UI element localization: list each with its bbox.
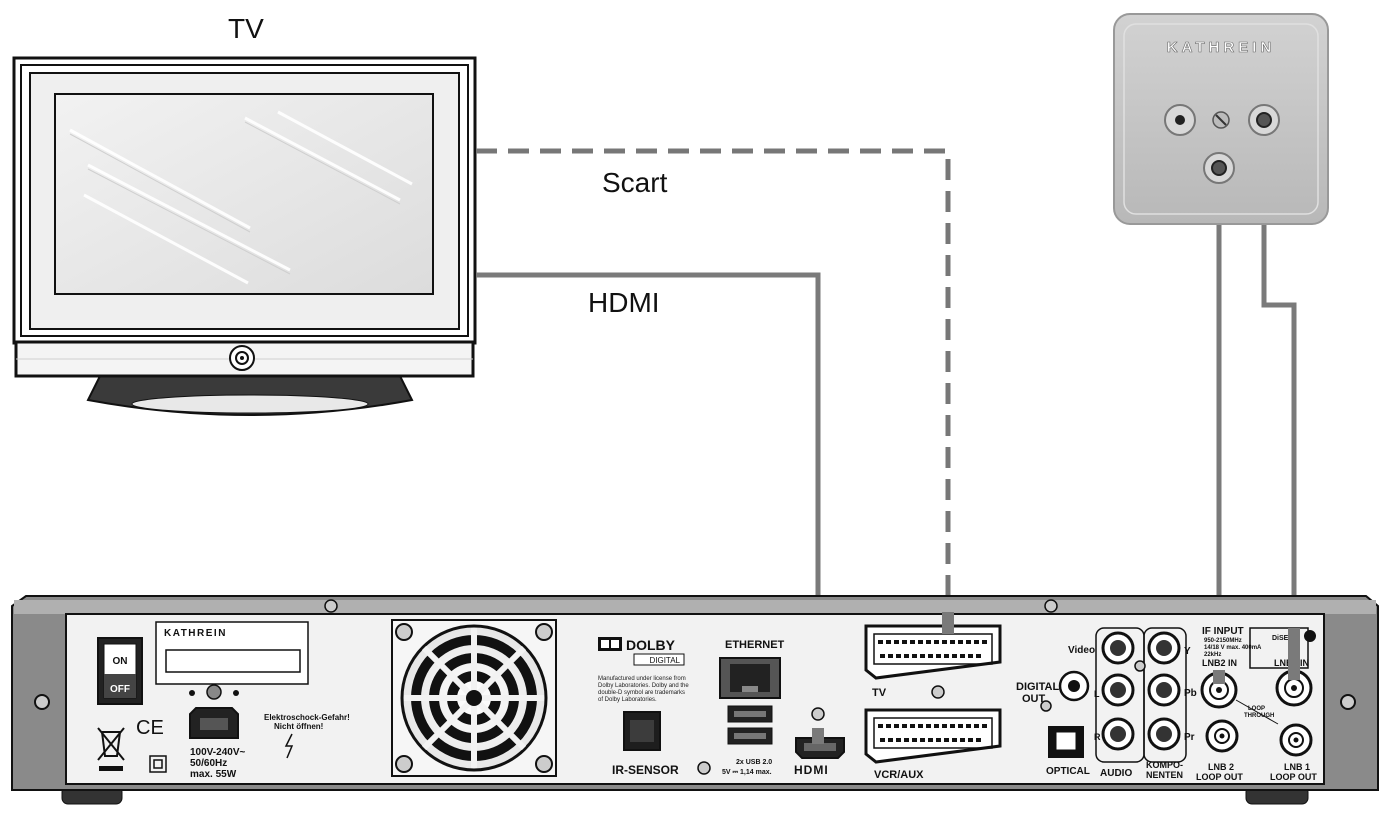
housing-screws bbox=[34, 599, 1356, 775]
brand-label-plate: KATHREIN bbox=[155, 621, 309, 685]
outlet-sat-socket-top bbox=[1248, 104, 1280, 136]
usb-note-line1: 2x USB 2.0 bbox=[736, 759, 772, 766]
outlet-sat-socket-bottom bbox=[1203, 152, 1235, 184]
video-label: Video bbox=[1068, 645, 1095, 656]
loop-through-line2: THROUGH bbox=[1244, 713, 1274, 719]
lnb2-in-label: LNB2 IN bbox=[1202, 658, 1237, 668]
outlet-radio-socket bbox=[1164, 104, 1196, 136]
power-switch-off-label: OFF bbox=[110, 684, 130, 695]
digital-out-label-2: OUT bbox=[1022, 693, 1046, 705]
satellite-wall-outlet: KATHREIN bbox=[1113, 13, 1329, 225]
if-spec-line2: 14/18 V max. 400mA bbox=[1204, 645, 1262, 651]
component-pb-label: Pb bbox=[1184, 688, 1197, 699]
power-rating-line2: 50/60Hz bbox=[190, 758, 227, 769]
hdmi-cable-plug bbox=[812, 728, 824, 744]
if-input-label: IF INPUT bbox=[1202, 626, 1244, 637]
weee-bin-icon bbox=[97, 727, 125, 771]
audio-label: AUDIO bbox=[1100, 768, 1132, 779]
power-inlet[interactable] bbox=[189, 684, 239, 739]
audio-right-rca-port[interactable] bbox=[1101, 717, 1135, 751]
component-y-label: Y bbox=[1184, 646, 1191, 657]
scart-tv-port[interactable] bbox=[864, 624, 1002, 680]
lnb1-in-port[interactable] bbox=[1275, 669, 1313, 707]
scart-cable bbox=[476, 148, 951, 618]
hdmi-port-label: HDMI bbox=[794, 763, 829, 777]
digital-out-coax-port[interactable] bbox=[1058, 670, 1090, 702]
komponenten-label-1: KOMPO- bbox=[1146, 760, 1183, 770]
usb-note-line2: 5V ⎓ 1,14 max. bbox=[722, 769, 772, 776]
dolby-notice-line3: double-D symbol are trademarks bbox=[598, 690, 685, 696]
lnb2-in-port[interactable] bbox=[1200, 671, 1238, 709]
if-spec-line1: 950-2150MHz bbox=[1204, 638, 1242, 644]
dolby-notice-line2: Dolby Laboratories. Dolby and the bbox=[598, 683, 689, 689]
power-rating-line1: 100V-240V~ bbox=[190, 747, 245, 758]
lnb2-loop-out-port[interactable] bbox=[1205, 719, 1239, 753]
cooling-fan bbox=[391, 619, 557, 777]
tv: TV bbox=[12, 13, 477, 416]
scart-cable-plug bbox=[942, 612, 954, 634]
component-pr-port[interactable] bbox=[1147, 717, 1181, 751]
lnb2-loop-out-line1: LNB 2 bbox=[1208, 762, 1234, 772]
scart-label: Scart bbox=[602, 167, 668, 198]
shock-warning-line2: Nicht öffnen! bbox=[274, 722, 323, 731]
ethernet-label: ETHERNET bbox=[725, 639, 785, 651]
audio-left-rca-port[interactable] bbox=[1101, 673, 1135, 707]
hdmi-port[interactable] bbox=[795, 737, 845, 759]
usb-port-1[interactable] bbox=[727, 705, 773, 723]
component-pr-label: Pr bbox=[1184, 732, 1195, 743]
digital-out-label-1: DIGITAL bbox=[1016, 681, 1059, 693]
shock-warning-line1: Elektroschock-Gefahr! bbox=[264, 713, 350, 722]
lnb2-cable-plug bbox=[1213, 670, 1225, 684]
dolby-brand: DOLBY bbox=[626, 637, 676, 653]
if-spec-line3: 22kHz bbox=[1204, 652, 1221, 658]
komponenten-label-2: NENTEN bbox=[1146, 770, 1183, 780]
power-switch-on-label: ON bbox=[113, 656, 128, 667]
lnb2-loop-out-line2: LOOP OUT bbox=[1196, 772, 1243, 782]
ethernet-port[interactable] bbox=[719, 657, 781, 699]
lightning-icon bbox=[284, 733, 294, 759]
lnb1-loop-out-line2: LOOP OUT bbox=[1270, 772, 1317, 782]
power-switch[interactable]: ON OFF bbox=[97, 637, 143, 705]
loop-through-line1: LOOP bbox=[1248, 706, 1265, 712]
outlet-screw bbox=[1212, 111, 1230, 129]
lnb1-loop-out-port[interactable] bbox=[1279, 723, 1313, 757]
component-pb-port[interactable] bbox=[1147, 673, 1181, 707]
hdmi-label: HDMI bbox=[588, 287, 660, 318]
hdmi-cable bbox=[476, 272, 821, 740]
tv-power-icon bbox=[229, 345, 255, 371]
lnb1-cable-plug bbox=[1288, 628, 1300, 680]
power-rating-line3: max. 55W bbox=[190, 769, 237, 780]
tv-label: TV bbox=[228, 13, 264, 44]
lnb1-loop-out-line1: LNB 1 bbox=[1284, 762, 1310, 772]
dolby-notice-line1: Manufactured under license from bbox=[598, 676, 686, 682]
scart-tv-label: TV bbox=[872, 687, 887, 699]
component-y-port[interactable] bbox=[1147, 631, 1181, 665]
optical-port[interactable] bbox=[1048, 726, 1084, 758]
tv-screen bbox=[54, 93, 434, 295]
scart-vcr-port[interactable] bbox=[864, 708, 1002, 764]
video-rca-port[interactable] bbox=[1101, 631, 1135, 665]
usb-port-2[interactable] bbox=[727, 727, 773, 745]
ce-mark: CE bbox=[136, 717, 164, 739]
scart-vcr-label: VCR/AUX bbox=[874, 769, 924, 781]
double-insulation-icon bbox=[149, 755, 167, 773]
dolby-sub: DIGITAL bbox=[649, 656, 680, 665]
receiver-back-panel: ON OFF KATHREIN CE bbox=[11, 595, 1379, 805]
dolby-logo: DOLBY DIGITAL bbox=[598, 637, 685, 666]
audio-r-label: R bbox=[1094, 732, 1101, 742]
ir-sensor-port[interactable] bbox=[623, 711, 661, 751]
optical-label: OPTICAL bbox=[1046, 766, 1090, 777]
dolby-notice-line4: of Dolby Laboratories. bbox=[598, 697, 657, 703]
receiver-brand: KATHREIN bbox=[164, 628, 227, 639]
audio-l-label: L bbox=[1094, 689, 1100, 699]
diseqc-label: DiSEqC bbox=[1272, 635, 1298, 642]
wall-outlet-brand: KATHREIN bbox=[1167, 39, 1275, 56]
ir-sensor-label: IR-SENSOR bbox=[612, 763, 679, 777]
